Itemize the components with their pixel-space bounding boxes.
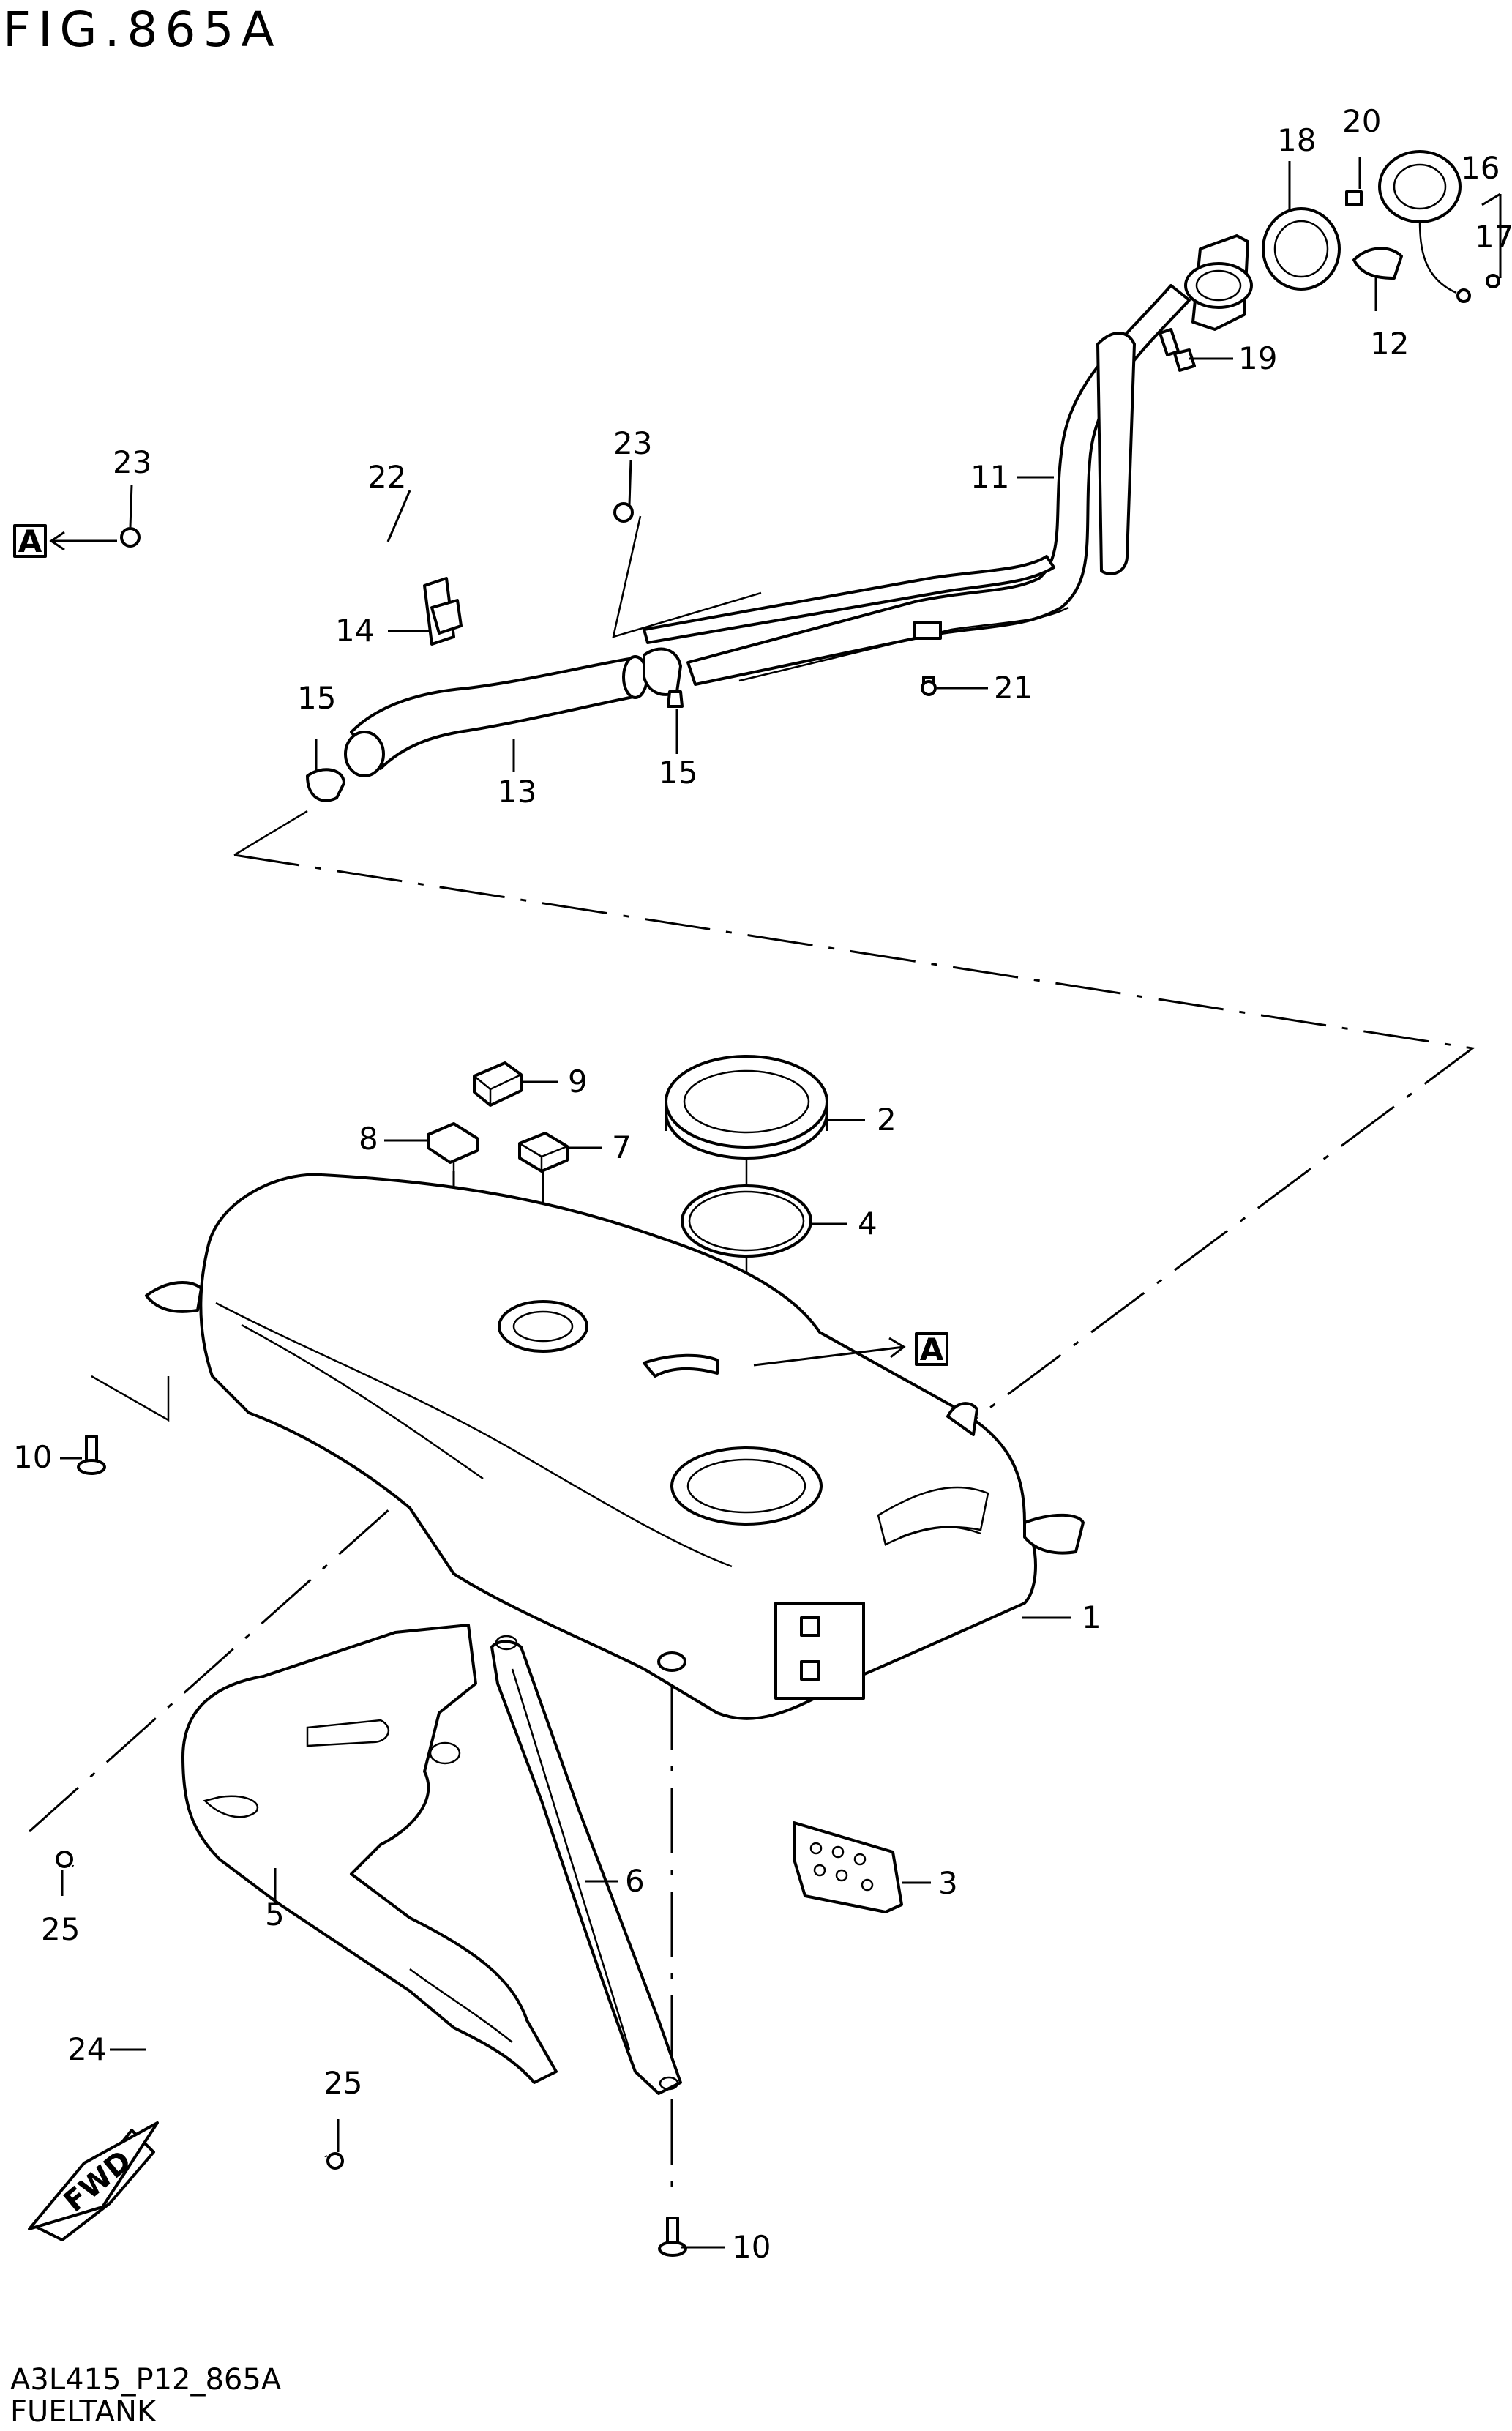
callout-17: 17: [1475, 219, 1512, 255]
diagram-code: A3L415_P12_865A: [10, 2363, 282, 2397]
callout-20: 20: [1342, 103, 1381, 139]
callout-2: 2: [877, 1102, 897, 1138]
fuel-tank: [145, 1173, 1085, 1720]
callout-16: 16: [1461, 150, 1500, 186]
cap-screw-17: [1486, 274, 1500, 288]
hose-22: [120, 502, 634, 552]
bolt-21: [921, 676, 937, 696]
ref-box-a-left: A: [13, 523, 117, 559]
callout-1: 1: [1082, 1599, 1101, 1635]
callout-23-right: 23: [613, 425, 652, 461]
protector-plate: [793, 1821, 903, 1913]
hose-clip: [423, 577, 463, 646]
callout-19: 19: [1238, 340, 1277, 376]
callout-23-left: 23: [113, 444, 151, 480]
fuel-cap: [1378, 150, 1471, 303]
callout-13: 13: [498, 774, 536, 810]
callout-21: 21: [994, 670, 1033, 706]
callout-24: 24: [67, 2031, 106, 2067]
tank-strap: [490, 1635, 682, 2095]
callout-25-left: 25: [41, 1911, 80, 1947]
callout-9: 9: [568, 1064, 588, 1099]
bolt-10-bottom: [658, 2217, 687, 2257]
callout-18: 18: [1277, 122, 1316, 158]
pad-7: [518, 1132, 569, 1173]
callout-6: 6: [625, 1863, 645, 1899]
callout-5: 5: [265, 1897, 285, 1933]
pump-gasket: [681, 1184, 812, 1258]
bolt-10-left: [77, 1435, 106, 1475]
diagram-name: FUELTANK: [10, 2395, 157, 2429]
svg-text:A: A: [920, 1332, 944, 1367]
callout-8: 8: [359, 1121, 378, 1157]
callout-12: 12: [1370, 326, 1409, 362]
pad-8: [427, 1122, 479, 1164]
filler-hose: [306, 647, 684, 802]
filler-neck: [643, 234, 1253, 686]
callout-22: 22: [367, 459, 406, 495]
callout-11: 11: [970, 459, 1009, 495]
callout-10-left: 10: [13, 1439, 52, 1475]
figure-title: FIG.865A: [3, 1, 282, 58]
cap-screw-20: [1345, 190, 1363, 206]
cap-pad-12: [1352, 247, 1403, 280]
callout-15-left: 15: [297, 680, 336, 716]
heat-shield: [181, 1624, 558, 2084]
pump-ring: [665, 1055, 828, 1160]
callout-15-right: 15: [659, 755, 697, 791]
callout-14: 14: [335, 613, 374, 649]
hose-19: [1173, 348, 1196, 372]
cap-ring-18: [1262, 207, 1341, 291]
ref-box-a-right: A: [753, 1332, 948, 1367]
breather-hose: [56, 1851, 344, 2170]
callout-3: 3: [938, 1865, 958, 1901]
leader-lines: [60, 157, 1502, 2249]
pad-9: [473, 1061, 523, 1107]
callout-25-right: 25: [323, 2065, 362, 2101]
callout-4: 4: [858, 1206, 877, 1241]
callout-7: 7: [612, 1129, 632, 1165]
svg-text:A: A: [18, 523, 42, 559]
fwd-arrow: FWD: [28, 2121, 159, 2241]
callout-labels: 1 2 3 4 5 6 7 8 9 10 10 11 12 13 14 15 1…: [13, 103, 1512, 2265]
callout-10-bottom: 10: [732, 2229, 771, 2265]
